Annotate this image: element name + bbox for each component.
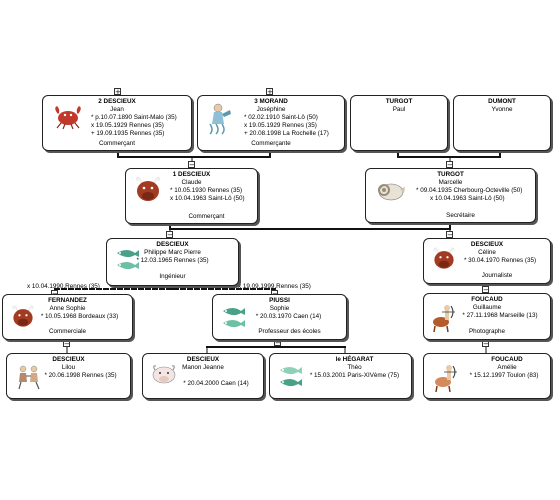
person-details: * 20.03.1970 Caen (14) — [255, 313, 322, 321]
person-details: * p.10.07.1890 Saint-Malo (35) x 19.05.1… — [91, 114, 177, 138]
person-details: * 20.04.2000 Caen (14) — [183, 380, 249, 388]
person-card-lilou-descieux[interactable]: DESCIEUX Lilou * 20.06.1998 Rennes (35) — [6, 353, 131, 399]
person-name: FOUCAUD — [471, 296, 503, 303]
person-occupation: Photographe — [468, 328, 506, 335]
person-occupation: Journaliste — [481, 272, 513, 279]
person-name: TURGOT — [437, 171, 464, 178]
taurus-sign-icon — [433, 247, 455, 269]
person-card-jean-descieux[interactable]: 2 DESCIEUX Jean * p.10.07.1890 Saint-Mal… — [42, 95, 192, 151]
sagittarius-sign-icon — [435, 365, 457, 392]
person-name: DESCIEUX — [470, 241, 504, 248]
person-given-name: Jean — [110, 106, 124, 114]
pisces-sign-icon — [117, 250, 139, 270]
pisces-sign-icon — [280, 367, 302, 387]
person-card-sophie-piussi[interactable]: PIUSSI Sophie * 20.03.1970 Caen (14) Pro… — [212, 294, 347, 340]
person-given-name: Sophie — [269, 305, 290, 313]
person-given-name: Paul — [392, 106, 406, 114]
cancer-sign-icon — [55, 106, 81, 130]
person-name: DESCIEUX — [52, 356, 85, 363]
person-card-marcelle-turgot[interactable]: TURGOT Marcelle * 09.04.1935 Cherbourg-O… — [365, 168, 536, 223]
gemini-sign-icon — [18, 365, 40, 390]
taurus-sign-icon — [135, 176, 161, 201]
marriage-label: x 10.04.1990,Rennes (35) — [27, 283, 100, 290]
person-card-manon-descieux[interactable]: DESCIEUX Manon Jeanne * 20.04.2000 Caen … — [142, 353, 264, 399]
person-card-josephine-morand[interactable]: 3 MORAND Joséphine * 02.02.1910 Saint-Lô… — [197, 95, 345, 151]
person-given-name: Théo — [347, 364, 362, 372]
collapse-button[interactable]: − — [63, 340, 70, 348]
person-occupation: Commerçante — [251, 140, 291, 147]
aquarius-sign-icon — [209, 103, 231, 135]
person-given-name: Céline — [478, 249, 496, 257]
person-name: DESCIEUX — [156, 241, 189, 248]
collapse-button[interactable]: − — [166, 231, 173, 239]
person-occupation: Commerçant — [98, 140, 136, 147]
expand-ancestors-button[interactable]: + — [266, 88, 273, 96]
person-card-amelie-foucaud[interactable]: FOUCAUD Amélie * 15.12.1997 Toulon (83) — [423, 353, 551, 399]
person-details: * 10.05.1968 Bordeaux (33) — [40, 313, 119, 321]
collapse-button[interactable]: − — [188, 161, 195, 169]
person-details: * 15.12.1997 Toulon (83) — [469, 372, 539, 380]
person-name: 1 DESCIEUX — [172, 171, 211, 178]
taurus-sign-icon — [12, 305, 34, 327]
aries-sign-icon — [378, 183, 405, 201]
person-given-name: Joséphine — [256, 106, 286, 114]
person-name: FOUCAUD — [491, 356, 523, 363]
person-occupation: Professeur des écoles — [258, 328, 321, 335]
person-occupation: Ingénieur — [159, 273, 186, 280]
person-given-name: Yvonne — [491, 106, 513, 114]
person-details: * 10.05.1930 Rennes (35) x 10.04.1963 Sa… — [170, 187, 245, 203]
collapse-button[interactable]: − — [482, 340, 489, 348]
collapse-button[interactable]: − — [446, 231, 453, 239]
collapse-button[interactable]: − — [482, 286, 489, 294]
person-name: le HÉGARAT — [335, 356, 374, 363]
person-occupation: Commerciale — [48, 328, 87, 335]
person-name: DESCIEUX — [186, 356, 220, 363]
person-given-name: Amélie — [497, 364, 517, 372]
person-card-philippe-descieux[interactable]: DESCIEUX Philippe Marc Pierre * 12.03.19… — [106, 238, 239, 286]
taurus-sign-icon — [152, 365, 176, 384]
person-given-name: Manon Jeanne — [182, 364, 224, 372]
person-name: 2 DESCIEUX — [98, 98, 136, 105]
person-card-anne-fernandez[interactable]: FERNANDEZ Anne Sophie * 10.05.1968 Borde… — [2, 294, 133, 340]
person-card-claude-descieux[interactable]: 1 DESCIEUX Claude * 10.05.1930 Rennes (3… — [125, 168, 258, 224]
person-name: PIUSSI — [269, 297, 290, 304]
person-card-celine-descieux[interactable]: DESCIEUX Céline * 30.04.1970 Rennes (35)… — [423, 238, 551, 284]
person-card-paul-turgot[interactable]: TURGOT Paul — [350, 95, 448, 151]
person-name: DUMONT — [488, 98, 516, 105]
person-given-name: Lilou — [61, 364, 76, 372]
person-given-name: Anne Sophie — [49, 305, 86, 313]
person-name: TURGOT — [385, 98, 413, 105]
collapse-button[interactable]: − — [446, 161, 453, 169]
person-given-name: Marcelle — [438, 179, 463, 187]
person-details: * 30.04.1970 Rennes (35) — [463, 257, 537, 265]
person-occupation: Secrétaire — [446, 212, 475, 219]
person-card-theo-le-hegarat[interactable]: le HÉGARAT Théo * 15.03.2001 Paris-XIVèm… — [269, 353, 412, 399]
marriage-label: x 19.09.1999,Rennes (35) — [238, 283, 311, 290]
expand-ancestors-button[interactable]: + — [114, 88, 121, 96]
person-details: * 09.04.1935 Cherbourg-Octeville (50) x … — [416, 187, 523, 203]
collapse-button[interactable]: − — [274, 339, 281, 347]
person-details: * 12.03.1965 Rennes (35) — [136, 257, 209, 265]
person-details: * 02.02.1910 Saint-Lô (50) x 19.05.1929 … — [244, 114, 329, 138]
person-given-name: Guillaume — [472, 304, 502, 312]
person-card-yvonne-dumont[interactable]: DUMONT Yvonne — [453, 95, 551, 151]
person-occupation: Commerçant — [188, 213, 225, 220]
person-details: * 20.06.1998 Rennes (35) — [44, 372, 117, 380]
person-name: FERNANDEZ — [48, 297, 87, 304]
person-given-name: Claude — [181, 179, 202, 187]
pisces-sign-icon — [223, 308, 245, 328]
person-given-name: Philippe Marc Pierre — [144, 249, 201, 257]
person-details: * 15.03.2001 Paris-XIVème (75) — [309, 372, 400, 380]
person-details: * 27.11.1968 Marseille (13) — [462, 312, 538, 320]
person-name: 3 MORAND — [254, 98, 288, 105]
person-card-guillaume-foucaud[interactable]: FOUCAUD Guillaume * 27.11.1968 Marseille… — [423, 293, 551, 340]
sagittarius-sign-icon — [433, 305, 455, 332]
